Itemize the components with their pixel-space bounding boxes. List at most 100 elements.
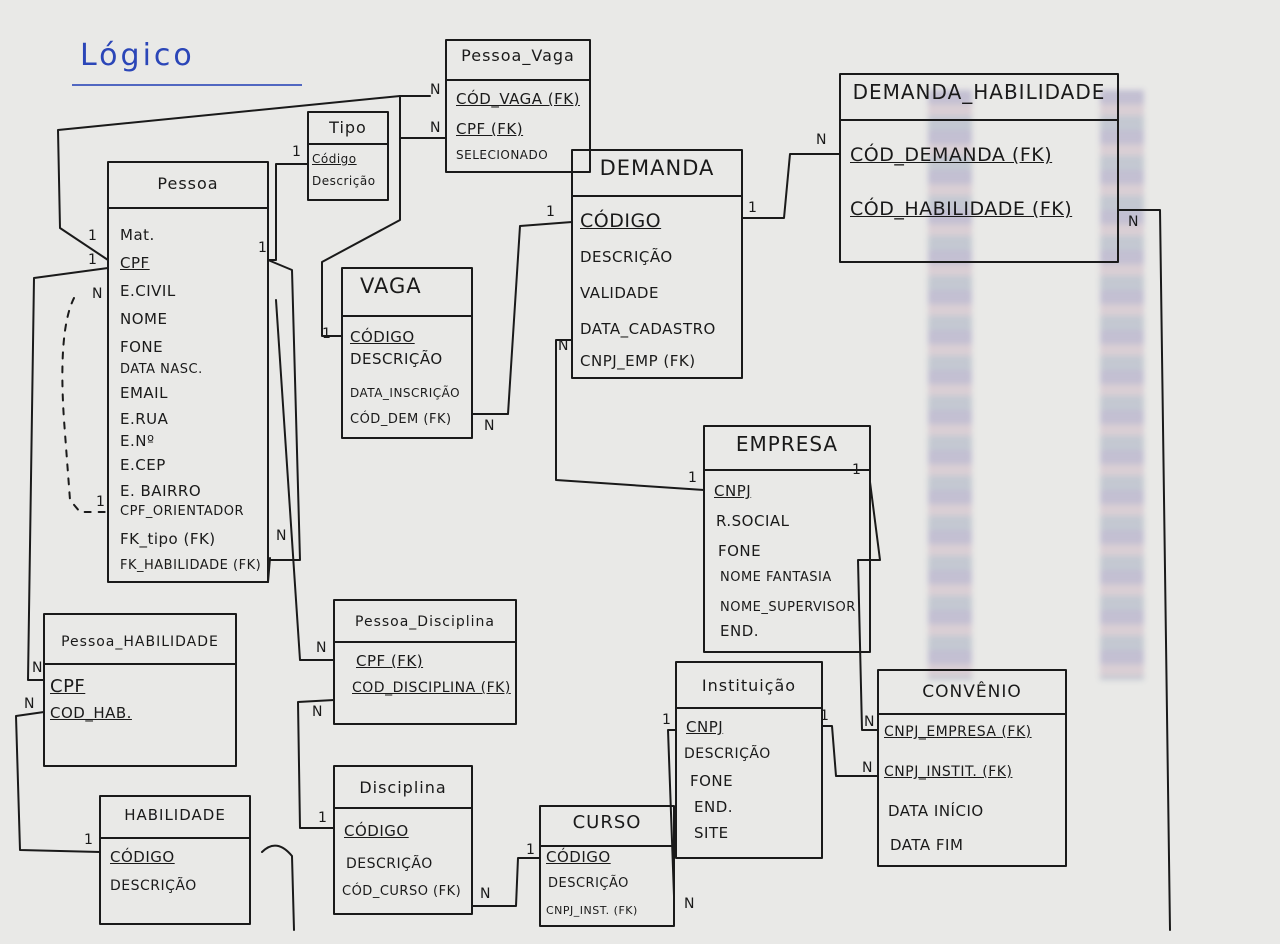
attr: DATA_CADASTRO xyxy=(580,320,716,338)
attr: E.Nº xyxy=(120,432,155,450)
rel-tipo-pessoa-down xyxy=(267,259,301,561)
cardinality-one: 1 xyxy=(820,708,829,724)
attr: CPF (FK) xyxy=(456,120,524,138)
entity-pessoa: Pessoa Mat. CPF E.CIVIL NOME FONE DATA N… xyxy=(108,162,268,582)
box-empresa xyxy=(703,425,871,653)
entity-name: Pessoa_HABILIDADE xyxy=(61,634,219,650)
rel-vaga-pessoa-vaga xyxy=(321,95,431,337)
attr: CPF (FK) xyxy=(356,652,424,670)
cardinality-many: N xyxy=(1128,214,1139,230)
attr: CÓDIGO xyxy=(344,822,409,840)
box-curso xyxy=(539,805,675,927)
cardinality-one: 1 xyxy=(526,842,535,858)
entity-vaga: VAGA CÓDIGO DESCRIÇÃO DATA_INSCRIÇÃO CÓD… xyxy=(342,268,472,438)
cardinality-one: 1 xyxy=(546,204,555,220)
rel-pessoa-pessoa-vaga-a xyxy=(399,95,447,139)
attr: R.SOCIAL xyxy=(716,512,790,530)
cardinality-one: 1 xyxy=(258,240,267,256)
attr: E.CEP xyxy=(120,456,166,474)
box-demanda-habilidade xyxy=(839,73,1119,263)
entity-pessoa-habilidade: Pessoa_HABILIDADE CPF COD_HAB. xyxy=(44,614,236,766)
entity-demanda-habilidade: DEMANDA_HABILIDADE CÓD_DEMANDA (FK) CÓD_… xyxy=(840,74,1118,262)
entity-name: DEMANDA xyxy=(599,156,715,180)
rel-empresa-demanda xyxy=(555,339,705,491)
attr: NOME FANTASIA xyxy=(720,570,832,585)
attr: E.RUA xyxy=(120,410,169,428)
cardinality-one: 1 xyxy=(96,494,105,510)
rel-demanda-demanda-habilidade xyxy=(741,153,841,219)
entity-name: VAGA xyxy=(360,274,422,298)
attr: DESCRIÇÃO xyxy=(580,248,673,266)
entity-pessoa-vaga: Pessoa_Vaga CÓD_VAGA (FK) CPF (FK) SELEC… xyxy=(446,40,590,172)
entity-disciplina: Disciplina CÓDIGO DESCRIÇÃO CÓD_CURSO (F… xyxy=(334,766,472,914)
box-habilidade xyxy=(99,795,251,925)
attr: CÓDIGO xyxy=(110,848,175,866)
cardinality-many: N xyxy=(32,660,43,676)
attr: DATA NASC. xyxy=(120,362,203,377)
cardinality-many: N xyxy=(316,640,327,656)
entity-name: Pessoa_Vaga xyxy=(461,46,575,65)
attr: VALIDADE xyxy=(580,284,659,302)
attr: CNPJ_EMP (FK) xyxy=(580,352,696,370)
cardinality-many: N xyxy=(684,896,695,912)
cardinality-one: 1 xyxy=(322,326,331,342)
attr: END. xyxy=(694,798,734,816)
rel-instituicao-convenio xyxy=(821,725,879,777)
box-disciplina xyxy=(333,765,473,915)
rel-habilidade-extra xyxy=(261,844,295,931)
attr: FONE xyxy=(120,338,164,356)
attr: CÓDIGO xyxy=(350,328,415,346)
attr: CÓDIGO xyxy=(580,210,662,232)
attr: CNPJ_INST. (FK) xyxy=(546,904,638,917)
box-instituicao xyxy=(675,661,823,859)
rel-empresa-convenio xyxy=(857,481,881,731)
attr: END. xyxy=(720,622,760,640)
attr: NOME_SUPERVISOR xyxy=(720,600,856,615)
cardinality-many: N xyxy=(24,696,35,712)
attr: CPF xyxy=(120,254,150,272)
cardinality-many: N xyxy=(312,704,323,720)
cardinality-one: 1 xyxy=(748,200,757,216)
cardinality-one: 1 xyxy=(292,144,301,160)
attr: FK_HABILIDADE (FK) xyxy=(120,558,262,573)
page-title: Lógico xyxy=(80,38,195,73)
attr: Mat. xyxy=(120,226,155,244)
attr: FONE xyxy=(690,772,734,790)
attr: CÓD_DEM (FK) xyxy=(350,412,452,427)
cardinality-many: N xyxy=(430,82,441,98)
entity-demanda: DEMANDA CÓDIGO DESCRIÇÃO VALIDADE DATA_C… xyxy=(572,150,742,378)
entity-name: Tipo xyxy=(329,118,367,137)
entity-habilidade: HABILIDADE CÓDIGO DESCRIÇÃO xyxy=(100,796,250,924)
marker-smear-right xyxy=(1100,90,1144,680)
attr: CÓD_VAGA (FK) xyxy=(456,90,580,108)
cardinality-many: N xyxy=(816,132,827,148)
attr: CÓD_HABILIDADE (FK) xyxy=(850,198,1073,220)
attr: DATA INÍCIO xyxy=(888,802,984,820)
box-pessoa-habilidade xyxy=(43,613,237,767)
attr: DATA FIM xyxy=(890,836,964,854)
cardinality-many: N xyxy=(862,760,873,776)
attr: DATA_INSCRIÇÃO xyxy=(350,386,461,400)
rel-pessoa-pessoa-habilidade xyxy=(27,267,109,681)
marker-smear-left xyxy=(928,90,972,680)
box-pessoa-disciplina xyxy=(333,599,517,725)
attr: SITE xyxy=(694,824,729,842)
box-vaga xyxy=(341,267,473,439)
box-tipo xyxy=(307,111,389,201)
cardinality-one: 1 xyxy=(318,810,327,826)
rel-curso-disciplina xyxy=(471,857,541,907)
entity-name: EMPRESA xyxy=(735,432,839,456)
attr: DESCRIÇÃO xyxy=(350,350,443,368)
cardinality-many: N xyxy=(484,418,495,434)
attr: CNPJ xyxy=(686,718,724,736)
attr: FONE xyxy=(718,542,762,560)
cardinality-many: N xyxy=(430,120,441,136)
cardinality-one: 1 xyxy=(84,832,93,848)
cardinality-many: N xyxy=(276,528,287,544)
attr: CNPJ_EMPRESA (FK) xyxy=(884,724,1032,740)
rel-pessoa-tail xyxy=(267,557,271,583)
rel-pessoa-pessoa-vaga-b xyxy=(57,95,401,261)
attr: CÓDIGO xyxy=(546,848,611,866)
